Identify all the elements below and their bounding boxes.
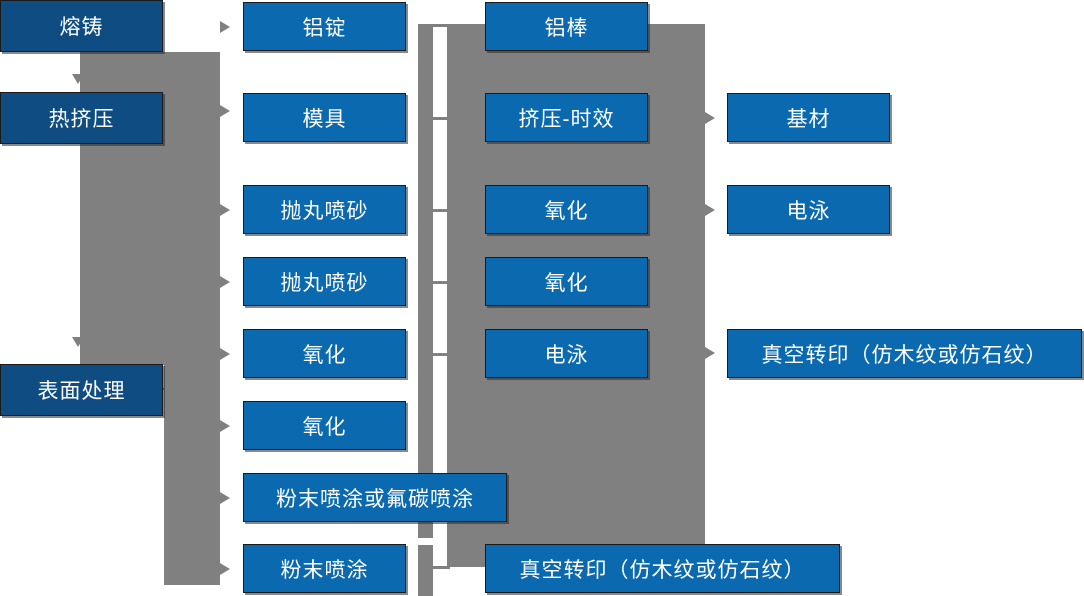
operation-box-powder-or-fluorocarbon-coating[interactable]: 粉末喷涂或氟碳喷涂	[243, 473, 507, 522]
treatment-box-extrusion-aging[interactable]: 挤压-时效	[485, 93, 648, 142]
stage-label: 热挤压	[48, 108, 115, 131]
treatment-label: 氧化	[544, 199, 589, 223]
arrow-to-out-3	[705, 347, 715, 359]
treatment-label: 铝棒	[544, 16, 589, 40]
output-label: 基材	[786, 107, 831, 131]
operation-box-shot-blasting-2[interactable]: 抛丸喷砂	[243, 257, 406, 306]
operation-label: 铝锭	[302, 16, 347, 40]
connector-left-spine-lower	[164, 52, 220, 585]
tick-line-4	[430, 281, 450, 284]
arrow-to-op-8	[220, 563, 230, 575]
treatment-box-oxidation-1[interactable]: 氧化	[485, 185, 648, 234]
operation-label: 模具	[302, 107, 347, 131]
arrow-to-op-6	[220, 420, 230, 432]
arrow-to-op-1	[220, 21, 230, 33]
treatment-label: 氧化	[544, 271, 589, 295]
operation-box-oxidation-2[interactable]: 氧化	[243, 401, 406, 450]
output-box-vacuum-transfer-printing[interactable]: 真空转印（仿木纹或仿石纹）	[727, 329, 1082, 378]
operation-box-powder-coating[interactable]: 粉末喷涂	[243, 544, 406, 593]
arrow-stem-out-3	[697, 351, 707, 355]
arrow-stem-out-2	[697, 208, 707, 212]
operation-box-shot-blasting-1[interactable]: 抛丸喷砂	[243, 185, 406, 234]
operation-label: 粉末喷涂	[280, 558, 369, 582]
tick-line-1	[430, 24, 450, 27]
tick-line-3	[430, 209, 450, 212]
connector-middle-bar-left	[418, 24, 433, 538]
tick-line-2	[430, 117, 450, 120]
output-label: 电泳	[786, 199, 831, 223]
treatment-label: 挤压-时效	[518, 107, 615, 131]
operation-label: 氧化	[302, 415, 347, 439]
treatment-label: 电泳	[544, 343, 589, 367]
arrow-to-op-7	[220, 492, 230, 504]
operation-label: 氧化	[302, 343, 347, 367]
tick-line-6	[430, 566, 450, 569]
arrow-to-op-2	[220, 105, 230, 117]
arrow-to-op-3	[220, 204, 230, 216]
arrow-to-op-5	[220, 348, 230, 360]
treatment-box-electrophoresis[interactable]: 电泳	[485, 329, 648, 378]
arrow-down-stage-1-to-2	[72, 74, 84, 84]
arrow-down-stage-2-to-3	[72, 337, 84, 347]
arrow-stem-out-1	[697, 116, 707, 120]
connector-stage-3-stub	[163, 388, 181, 390]
output-box-electrophoresis[interactable]: 电泳	[727, 185, 890, 234]
operation-label: 粉末喷涂或氟碳喷涂	[276, 487, 474, 511]
stage-label: 熔铸	[59, 16, 104, 39]
operation-label: 抛丸喷砂	[280, 199, 369, 223]
stage-box-melting-casting[interactable]: 熔铸	[0, 0, 163, 52]
treatment-box-vacuum-transfer-printing[interactable]: 真空转印（仿木纹或仿石纹）	[485, 544, 840, 593]
operation-label: 抛丸喷砂	[280, 271, 369, 295]
stage-box-surface-treatment[interactable]: 表面处理	[0, 364, 163, 416]
output-label: 真空转印（仿木纹或仿石纹）	[761, 343, 1048, 367]
stage-label: 表面处理	[37, 380, 126, 403]
output-box-substrate[interactable]: 基材	[727, 93, 890, 142]
operation-box-aluminium-ingot[interactable]: 铝锭	[243, 2, 406, 51]
treatment-box-aluminium-bar[interactable]: 铝棒	[485, 2, 648, 51]
stage-box-hot-extrusion[interactable]: 热挤压	[0, 92, 163, 144]
arrow-to-out-2	[705, 204, 715, 216]
connector-middle-bar-left-bottom	[418, 545, 433, 596]
treatment-label: 真空转印（仿木纹或仿石纹）	[519, 558, 806, 582]
arrow-to-op-4	[220, 276, 230, 288]
arrow-to-out-1	[705, 112, 715, 124]
tick-line-5	[430, 353, 450, 356]
operation-box-mold[interactable]: 模具	[243, 93, 406, 142]
treatment-box-oxidation-2[interactable]: 氧化	[485, 257, 648, 306]
operation-box-oxidation-1[interactable]: 氧化	[243, 329, 406, 378]
